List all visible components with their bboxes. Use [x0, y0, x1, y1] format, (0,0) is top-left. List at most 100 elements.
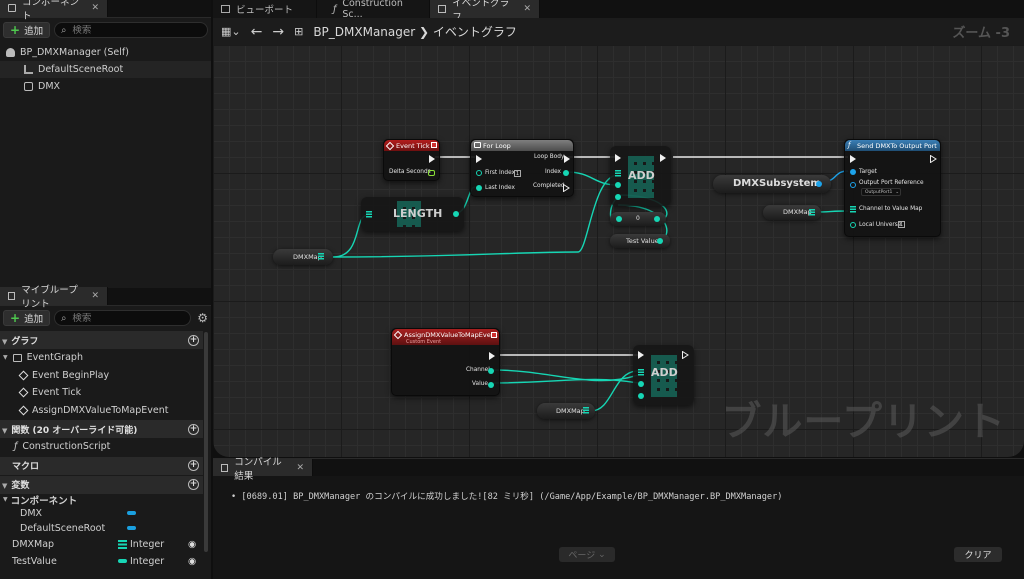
section-graphs[interactable]: ▼グラフ+ — [0, 331, 203, 349]
tree-item-self[interactable]: BP_DMXManager (Self) — [0, 44, 211, 61]
target-map-pin[interactable] — [615, 170, 621, 177]
forward-arrow-icon[interactable]: → — [272, 23, 285, 40]
exec-out-pin[interactable] — [682, 351, 689, 359]
dmxmap-getter-1[interactable]: DMXMap — [273, 249, 333, 265]
add-variable-icon[interactable]: + — [188, 479, 199, 490]
value-zero-node[interactable]: 0 — [610, 212, 666, 226]
exec-out-pin[interactable] — [489, 352, 495, 360]
var-testvalue[interactable]: TestValue Integer ◉ — [0, 553, 203, 570]
dmxmap-getter-3[interactable]: DMXMap — [537, 403, 595, 419]
test-value-out-pin[interactable] — [657, 238, 663, 244]
close-icon[interactable]: ✕ — [296, 462, 304, 473]
local-universe-pin[interactable] — [850, 222, 856, 228]
dmxmap-getter-2[interactable]: DMXMap — [763, 205, 821, 220]
channel-out-pin[interactable] — [488, 368, 494, 374]
key-pin[interactable] — [615, 182, 621, 188]
output-port-ref-pin[interactable] — [850, 182, 856, 188]
section-functions[interactable]: ▼関数 (20 オーバーライド可能)+ — [0, 420, 203, 438]
tab-viewport[interactable]: ビューポート — [213, 0, 317, 18]
section-macros[interactable]: マクロ+ — [0, 456, 203, 475]
eye-icon[interactable]: ◉ — [188, 538, 197, 550]
exec-in-pin[interactable] — [638, 351, 644, 359]
scrollbar[interactable] — [204, 332, 208, 552]
var-default-scene-root[interactable]: DefaultSceneRoot — [0, 521, 203, 536]
dmxmap-out-pin[interactable] — [318, 253, 324, 260]
tab-event-graph[interactable]: イベントグラフ✕ — [430, 0, 540, 23]
add-function-icon[interactable]: + — [188, 423, 199, 435]
value-out-pin[interactable] — [488, 382, 494, 388]
close-icon[interactable]: ✕ — [91, 3, 99, 13]
dmxmap-out-pin[interactable] — [583, 407, 589, 414]
target-map-pin[interactable] — [638, 369, 644, 376]
event-tick-node[interactable]: Event Tick Delta Seconds — [383, 139, 440, 181]
length-out-pin[interactable] — [453, 211, 459, 217]
key-pin[interactable] — [638, 381, 644, 387]
components-subheader[interactable]: ▼コンポーネント — [0, 494, 203, 507]
breadcrumb-graph[interactable]: イベントグラフ — [432, 25, 517, 39]
length-node[interactable]: LENGTH — [361, 197, 464, 231]
dmx-subsystem-node[interactable]: DMXSubsystem — [713, 175, 831, 193]
event-item-assign[interactable]: AssignDMXValueToMapEvent — [0, 402, 203, 420]
add-node-bottom[interactable]: ADD — [633, 345, 694, 405]
event-item-tick[interactable]: Event Tick — [0, 384, 203, 402]
completed-exec-pin[interactable] — [563, 184, 570, 192]
exec-out-pin[interactable] — [429, 155, 435, 163]
add-component-button[interactable]: +追加 — [3, 22, 51, 38]
value-out-pin[interactable] — [654, 216, 660, 222]
gear-icon[interactable]: ⚙ — [197, 311, 208, 325]
components-search-input[interactable] — [72, 24, 201, 36]
last-index-pin[interactable] — [476, 185, 482, 191]
tree-item-default-scene-root[interactable]: DefaultSceneRoot — [0, 61, 211, 78]
section-variables[interactable]: ▼変数+ — [0, 475, 203, 494]
channel-map-pin[interactable] — [850, 206, 856, 213]
event-graph-item[interactable]: ▼ EventGraph — [0, 349, 203, 367]
eye-icon[interactable]: ◉ — [188, 555, 197, 567]
breadcrumb-blueprint[interactable]: BP_DMXManager — [313, 25, 416, 39]
dmxmap-out-pin[interactable] — [809, 209, 815, 216]
float-pin-icon[interactable] — [428, 170, 435, 176]
exec-out-pin[interactable] — [930, 155, 937, 163]
page-dropdown[interactable]: ページ ⌄ — [559, 547, 615, 562]
first-index-pin[interactable] — [476, 170, 482, 176]
clear-button[interactable]: クリア — [954, 547, 1002, 562]
myblueprint-search[interactable]: ⌕ — [54, 310, 192, 326]
close-icon[interactable]: ✕ — [91, 291, 99, 301]
var-dmx[interactable]: DMX — [0, 506, 203, 521]
tab-my-blueprint[interactable]: マイブループリント ✕ — [0, 285, 108, 310]
exec-in-pin[interactable] — [615, 154, 621, 162]
tree-item-dmx[interactable]: DMX — [0, 78, 211, 95]
add-graph-icon[interactable]: + — [188, 334, 199, 346]
var-dmxmap[interactable]: DMXMap Integer ◉ — [0, 536, 203, 553]
graph-menu-icon[interactable]: ▦⌄ — [221, 25, 241, 38]
add-macro-icon[interactable]: + — [188, 460, 199, 471]
event-graph-canvas[interactable]: Event Tick Delta Seconds For Loop First … — [213, 45, 1024, 457]
add-member-button[interactable]: +追加 — [3, 310, 51, 326]
value-pin[interactable] — [615, 194, 621, 200]
output-port-dropdown[interactable]: OutputPort1⌄ — [861, 188, 901, 196]
test-value-getter[interactable]: Test Value — [610, 234, 670, 248]
first-index-value[interactable]: 1 — [514, 170, 521, 177]
subsystem-out-pin[interactable] — [816, 181, 822, 187]
event-item-beginplay[interactable]: Event BeginPlay — [0, 367, 203, 385]
for-loop-node[interactable]: For Loop First Index 1 Last Index Loop B… — [470, 139, 574, 197]
loop-body-exec-pin[interactable] — [564, 155, 570, 163]
index-pin[interactable] — [563, 170, 569, 176]
value-in-pin[interactable] — [616, 216, 622, 222]
array-in-pin[interactable] — [366, 211, 372, 218]
add-node-top[interactable]: ADD — [610, 146, 671, 206]
myblueprint-search-input[interactable] — [72, 312, 185, 324]
tab-components[interactable]: コンポーネント ✕ — [0, 0, 108, 22]
target-pin[interactable] — [850, 169, 856, 175]
exec-in-pin[interactable] — [850, 155, 856, 163]
tab-compile-results[interactable]: コンパイル結果 ✕ — [213, 457, 313, 482]
exec-in-pin[interactable] — [476, 155, 482, 163]
exec-out-pin[interactable] — [660, 154, 666, 162]
local-universe-value[interactable]: 1 — [898, 221, 905, 228]
close-icon[interactable]: ✕ — [523, 4, 531, 14]
value-pin[interactable] — [638, 393, 644, 399]
back-arrow-icon[interactable]: ← — [250, 23, 263, 40]
